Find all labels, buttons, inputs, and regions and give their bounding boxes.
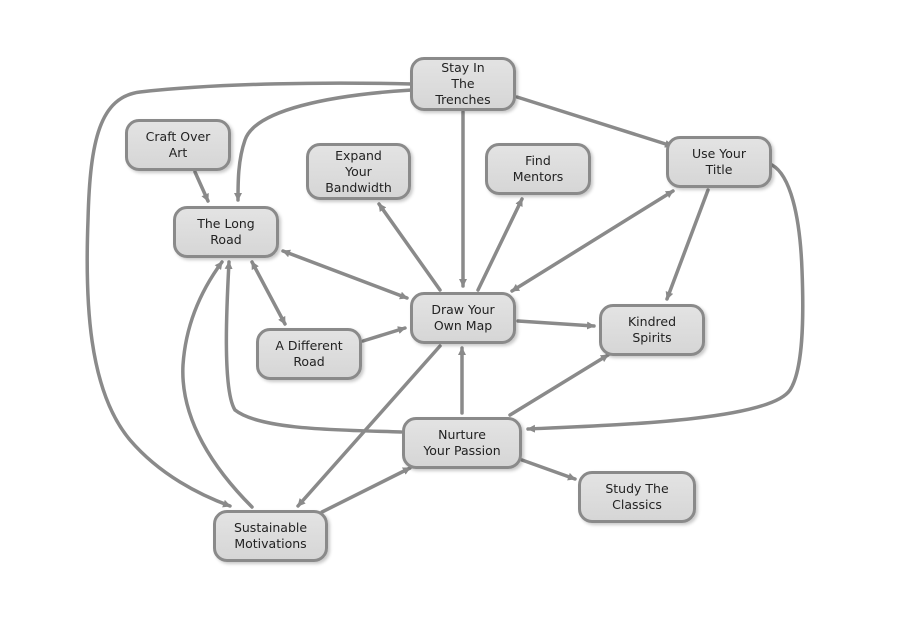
- edge-draw-own-map-to-sustainable-motivations: [296, 344, 442, 508]
- edge-long-road-to-different-road: [250, 260, 287, 326]
- edge-draw-own-map-to-kindred-spirits: [516, 319, 596, 330]
- edge-draw-own-map-to-expand-bandwidth: [377, 202, 442, 292]
- edge-sustainable-motivations-to-nurture-passion: [320, 466, 412, 514]
- edge-draw-own-map-to-long-road: [281, 249, 409, 300]
- edge-nurture-passion-to-study-classics: [520, 458, 577, 481]
- edge-draw-own-map-to-find-mentors: [476, 197, 524, 292]
- edge-use-your-title-to-kindred-spirits: [665, 188, 710, 301]
- edge-nurture-passion-to-long-road: [224, 260, 403, 434]
- edge-sustainable-motivations-to-long-road: [181, 260, 254, 509]
- edge-stay-in-trenches-to-long-road: [234, 88, 414, 202]
- edge-draw-own-map-to-use-your-title: [510, 189, 675, 293]
- edge-stay-in-trenches-to-sustainable-motivations: [85, 81, 414, 508]
- edge-different-road-to-draw-own-map: [361, 326, 407, 343]
- edge-use-your-title-to-nurture-passion: [526, 163, 805, 433]
- edge-nurture-passion-to-kindred-spirits: [508, 353, 610, 417]
- edge-stay-in-trenches-to-use-your-title: [515, 95, 674, 148]
- edge-craft-over-art-to-long-road: [193, 170, 210, 203]
